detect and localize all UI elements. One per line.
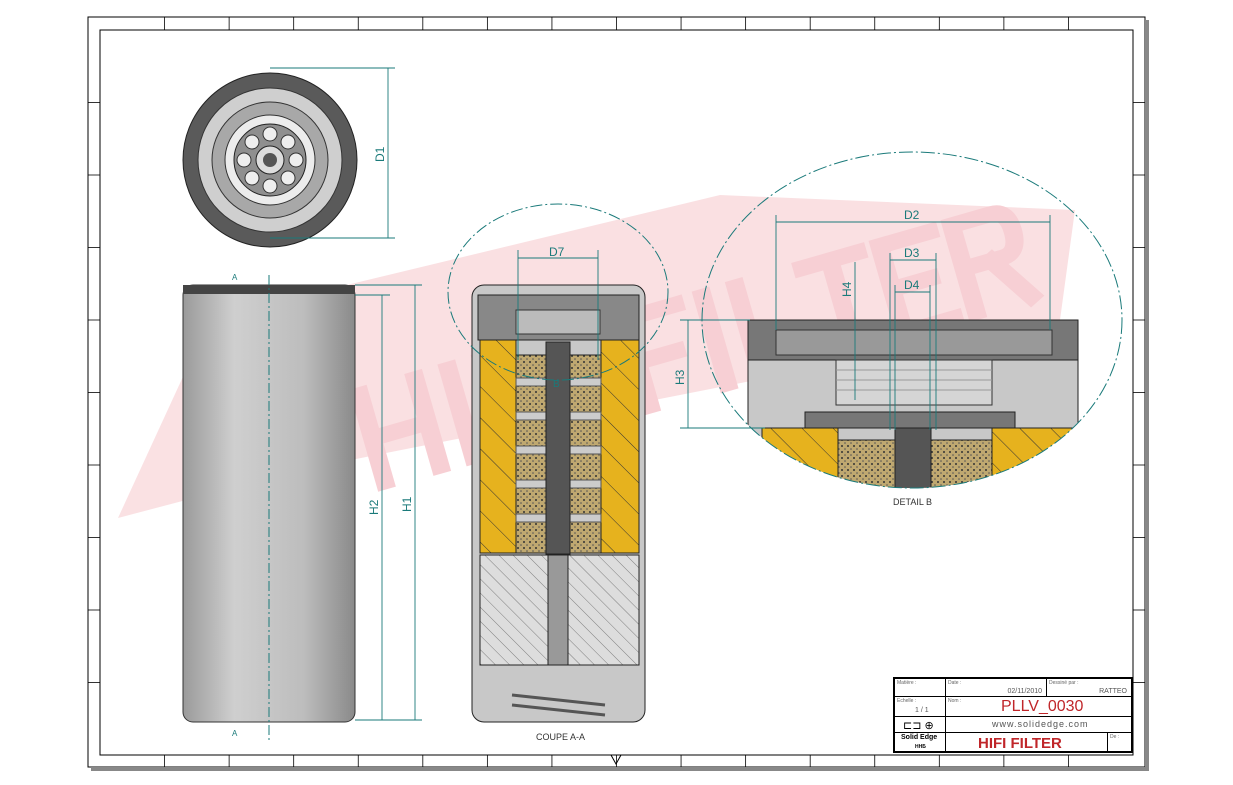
dim-d2: D2 — [904, 208, 920, 222]
section-mark-bottom: A — [232, 729, 238, 738]
dimensions — [270, 67, 1051, 721]
section-mark-top: A — [232, 273, 238, 282]
detail-caption: DETAIL B — [893, 497, 932, 507]
part-number: PLLV_0030 — [1001, 698, 1084, 715]
drawn-by-label: Dessiné par : — [1049, 680, 1079, 686]
scale-value: 1 / 1 — [915, 707, 929, 714]
dim-d4: D4 — [904, 278, 920, 292]
website: www.solidedge.com — [992, 719, 1089, 729]
software-sub: ННБ — [915, 744, 926, 750]
dim-h4: H4 — [840, 281, 854, 297]
sheet-label: De : — [1110, 734, 1120, 740]
projection-symbol-icon: ⊏⊐ ⊕ — [903, 720, 934, 732]
drawn-by-value: RATTEO — [1099, 688, 1127, 695]
side-view: A A — [182, 273, 356, 740]
detail-view: DETAIL B — [701, 151, 1123, 507]
dim-h1: H1 — [400, 496, 414, 512]
section-caption: COUPE A-A — [536, 732, 585, 742]
title-block: Matière : Date : 02/11/2010 Dessiné par :… — [893, 677, 1133, 753]
material-label: Matière : — [897, 680, 917, 686]
dim-d1: D1 — [373, 146, 387, 162]
dim-h2: H2 — [367, 499, 381, 515]
section-view: B COUPE A-A — [447, 203, 669, 742]
software-name: Solid Edge — [901, 734, 938, 741]
top-view — [182, 72, 358, 248]
dim-d3: D3 — [904, 246, 920, 260]
detail-mark: B — [553, 379, 560, 390]
dim-h3: H3 — [673, 369, 687, 385]
company-name: HIFI FILTER — [978, 735, 1062, 752]
scale-label: Echelle : — [897, 698, 917, 704]
dim-d7: D7 — [549, 245, 565, 259]
name-label: Nom : — [948, 698, 962, 704]
date-label: Date : — [948, 680, 962, 686]
date-value: 02/11/2010 — [1007, 688, 1042, 695]
